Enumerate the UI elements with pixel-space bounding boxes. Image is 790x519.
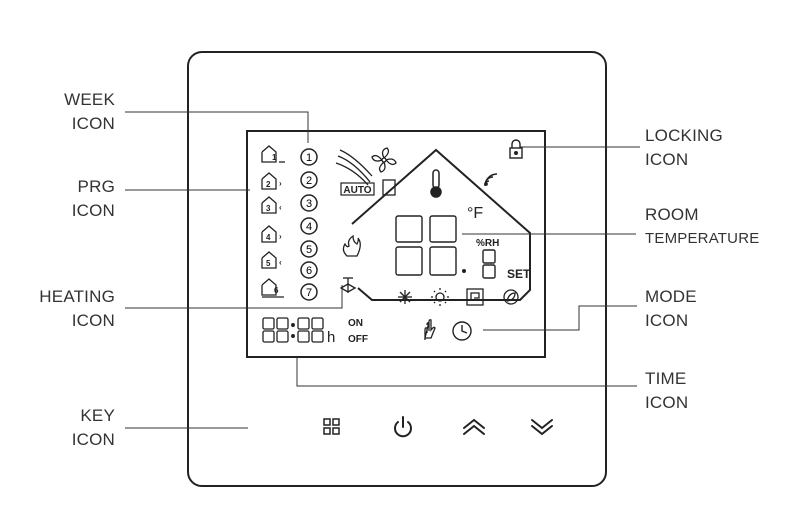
house-outline bbox=[351, 148, 531, 301]
temp-digit-1 bbox=[395, 215, 423, 276]
svg-text:3: 3 bbox=[306, 198, 312, 210]
time-display bbox=[262, 317, 324, 343]
wifi-icon bbox=[484, 173, 498, 187]
svg-text:5: 5 bbox=[306, 244, 312, 256]
thermometer-icon bbox=[430, 169, 442, 198]
week-day-2: 2 bbox=[300, 171, 318, 189]
svg-text:7: 7 bbox=[306, 287, 312, 299]
heater-icon bbox=[466, 288, 484, 306]
program-house-icon-3: 3‹ bbox=[261, 196, 282, 214]
hour-unit: h bbox=[327, 329, 335, 346]
fan-speed-bar bbox=[382, 179, 396, 196]
auto-text: AUTO bbox=[343, 185, 371, 196]
week-day-7: 7 bbox=[300, 283, 318, 301]
callout-lines bbox=[125, 111, 640, 429]
down-key[interactable] bbox=[531, 419, 553, 436]
svg-text:5: 5 bbox=[266, 259, 271, 268]
week-icon-group: 1 2 3 4 5 6 7 bbox=[300, 148, 318, 301]
temp-decimal-digit bbox=[482, 249, 496, 279]
week-day-6: 6 bbox=[300, 261, 318, 279]
program-house-icon-5: 5‹ bbox=[261, 251, 282, 269]
svg-text:6: 6 bbox=[306, 265, 312, 277]
svg-text:2: 2 bbox=[306, 175, 312, 187]
svg-text:‹: ‹ bbox=[279, 203, 282, 212]
degree-unit: °F bbox=[467, 205, 483, 222]
heating-icon bbox=[339, 234, 361, 294]
svg-text:1: 1 bbox=[272, 153, 277, 162]
program-house-icon-1: 1 bbox=[261, 145, 285, 163]
week-day-1: 1 bbox=[300, 148, 318, 166]
lock-icon bbox=[509, 139, 523, 159]
fan-icon bbox=[371, 147, 397, 173]
svg-text:›: › bbox=[279, 232, 282, 241]
auto-badge bbox=[340, 182, 375, 196]
week-day-5: 5 bbox=[300, 240, 318, 258]
power-key[interactable] bbox=[394, 416, 412, 438]
humidity-unit: %RH bbox=[476, 238, 499, 249]
svg-text:›: › bbox=[279, 179, 282, 188]
svg-text:4: 4 bbox=[266, 233, 271, 242]
program-house-icon-6: 6 bbox=[261, 278, 284, 298]
week-day-4: 4 bbox=[300, 217, 318, 235]
lcd-screen bbox=[246, 130, 546, 358]
sun-icon bbox=[431, 288, 449, 306]
temp-digit-2 bbox=[429, 215, 457, 276]
set-label: SET bbox=[507, 267, 531, 281]
svg-text:3: 3 bbox=[266, 204, 271, 213]
prg-icon-group: 1 2› 3‹ 4› 5‹ 6 bbox=[261, 145, 285, 298]
off-label: OFF bbox=[348, 334, 368, 345]
svg-text:2: 2 bbox=[266, 180, 271, 189]
snowflake-icon bbox=[398, 290, 412, 304]
program-house-icon-2: 2› bbox=[261, 172, 282, 190]
week-day-3: 3 bbox=[300, 194, 318, 212]
manual-mode-icon bbox=[424, 319, 436, 340]
on-label: ON bbox=[348, 318, 363, 329]
eco-icon bbox=[503, 289, 519, 305]
svg-text:‹: ‹ bbox=[279, 258, 282, 267]
svg-text:4: 4 bbox=[306, 221, 312, 233]
program-house-icon-4: 4› bbox=[261, 225, 282, 243]
up-key[interactable] bbox=[463, 418, 485, 435]
svg-text:1: 1 bbox=[306, 152, 312, 164]
clock-icon bbox=[452, 321, 472, 341]
menu-key[interactable] bbox=[323, 418, 340, 435]
room-temperature-digits bbox=[395, 215, 496, 279]
svg-text:6: 6 bbox=[274, 286, 279, 295]
